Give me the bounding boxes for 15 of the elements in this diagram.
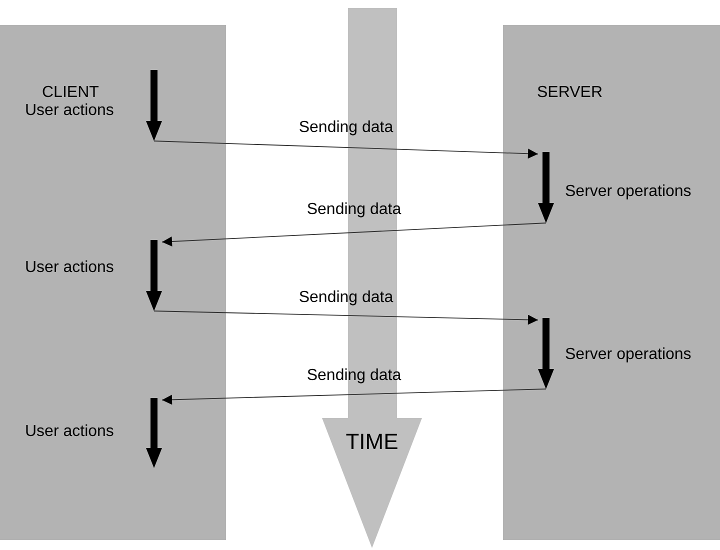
time-label: TIME [344, 430, 400, 454]
step-label: Server operations [565, 346, 692, 364]
edge-label: Sending data [298, 119, 394, 137]
step-label: User actions [25, 102, 114, 120]
edge-label: Sending data [298, 289, 394, 307]
lane-title: SERVER [537, 84, 603, 102]
swimlane-band [0, 25, 226, 540]
step-label: User actions [25, 259, 114, 277]
time-arrow-head [322, 418, 422, 548]
swimlane-band [503, 25, 720, 540]
edge-label: Sending data [306, 201, 402, 219]
step-label: Server operations [565, 183, 692, 201]
step-label: User actions [25, 423, 114, 441]
edge-label: Sending data [306, 367, 402, 385]
lane-title: CLIENT [42, 84, 99, 102]
